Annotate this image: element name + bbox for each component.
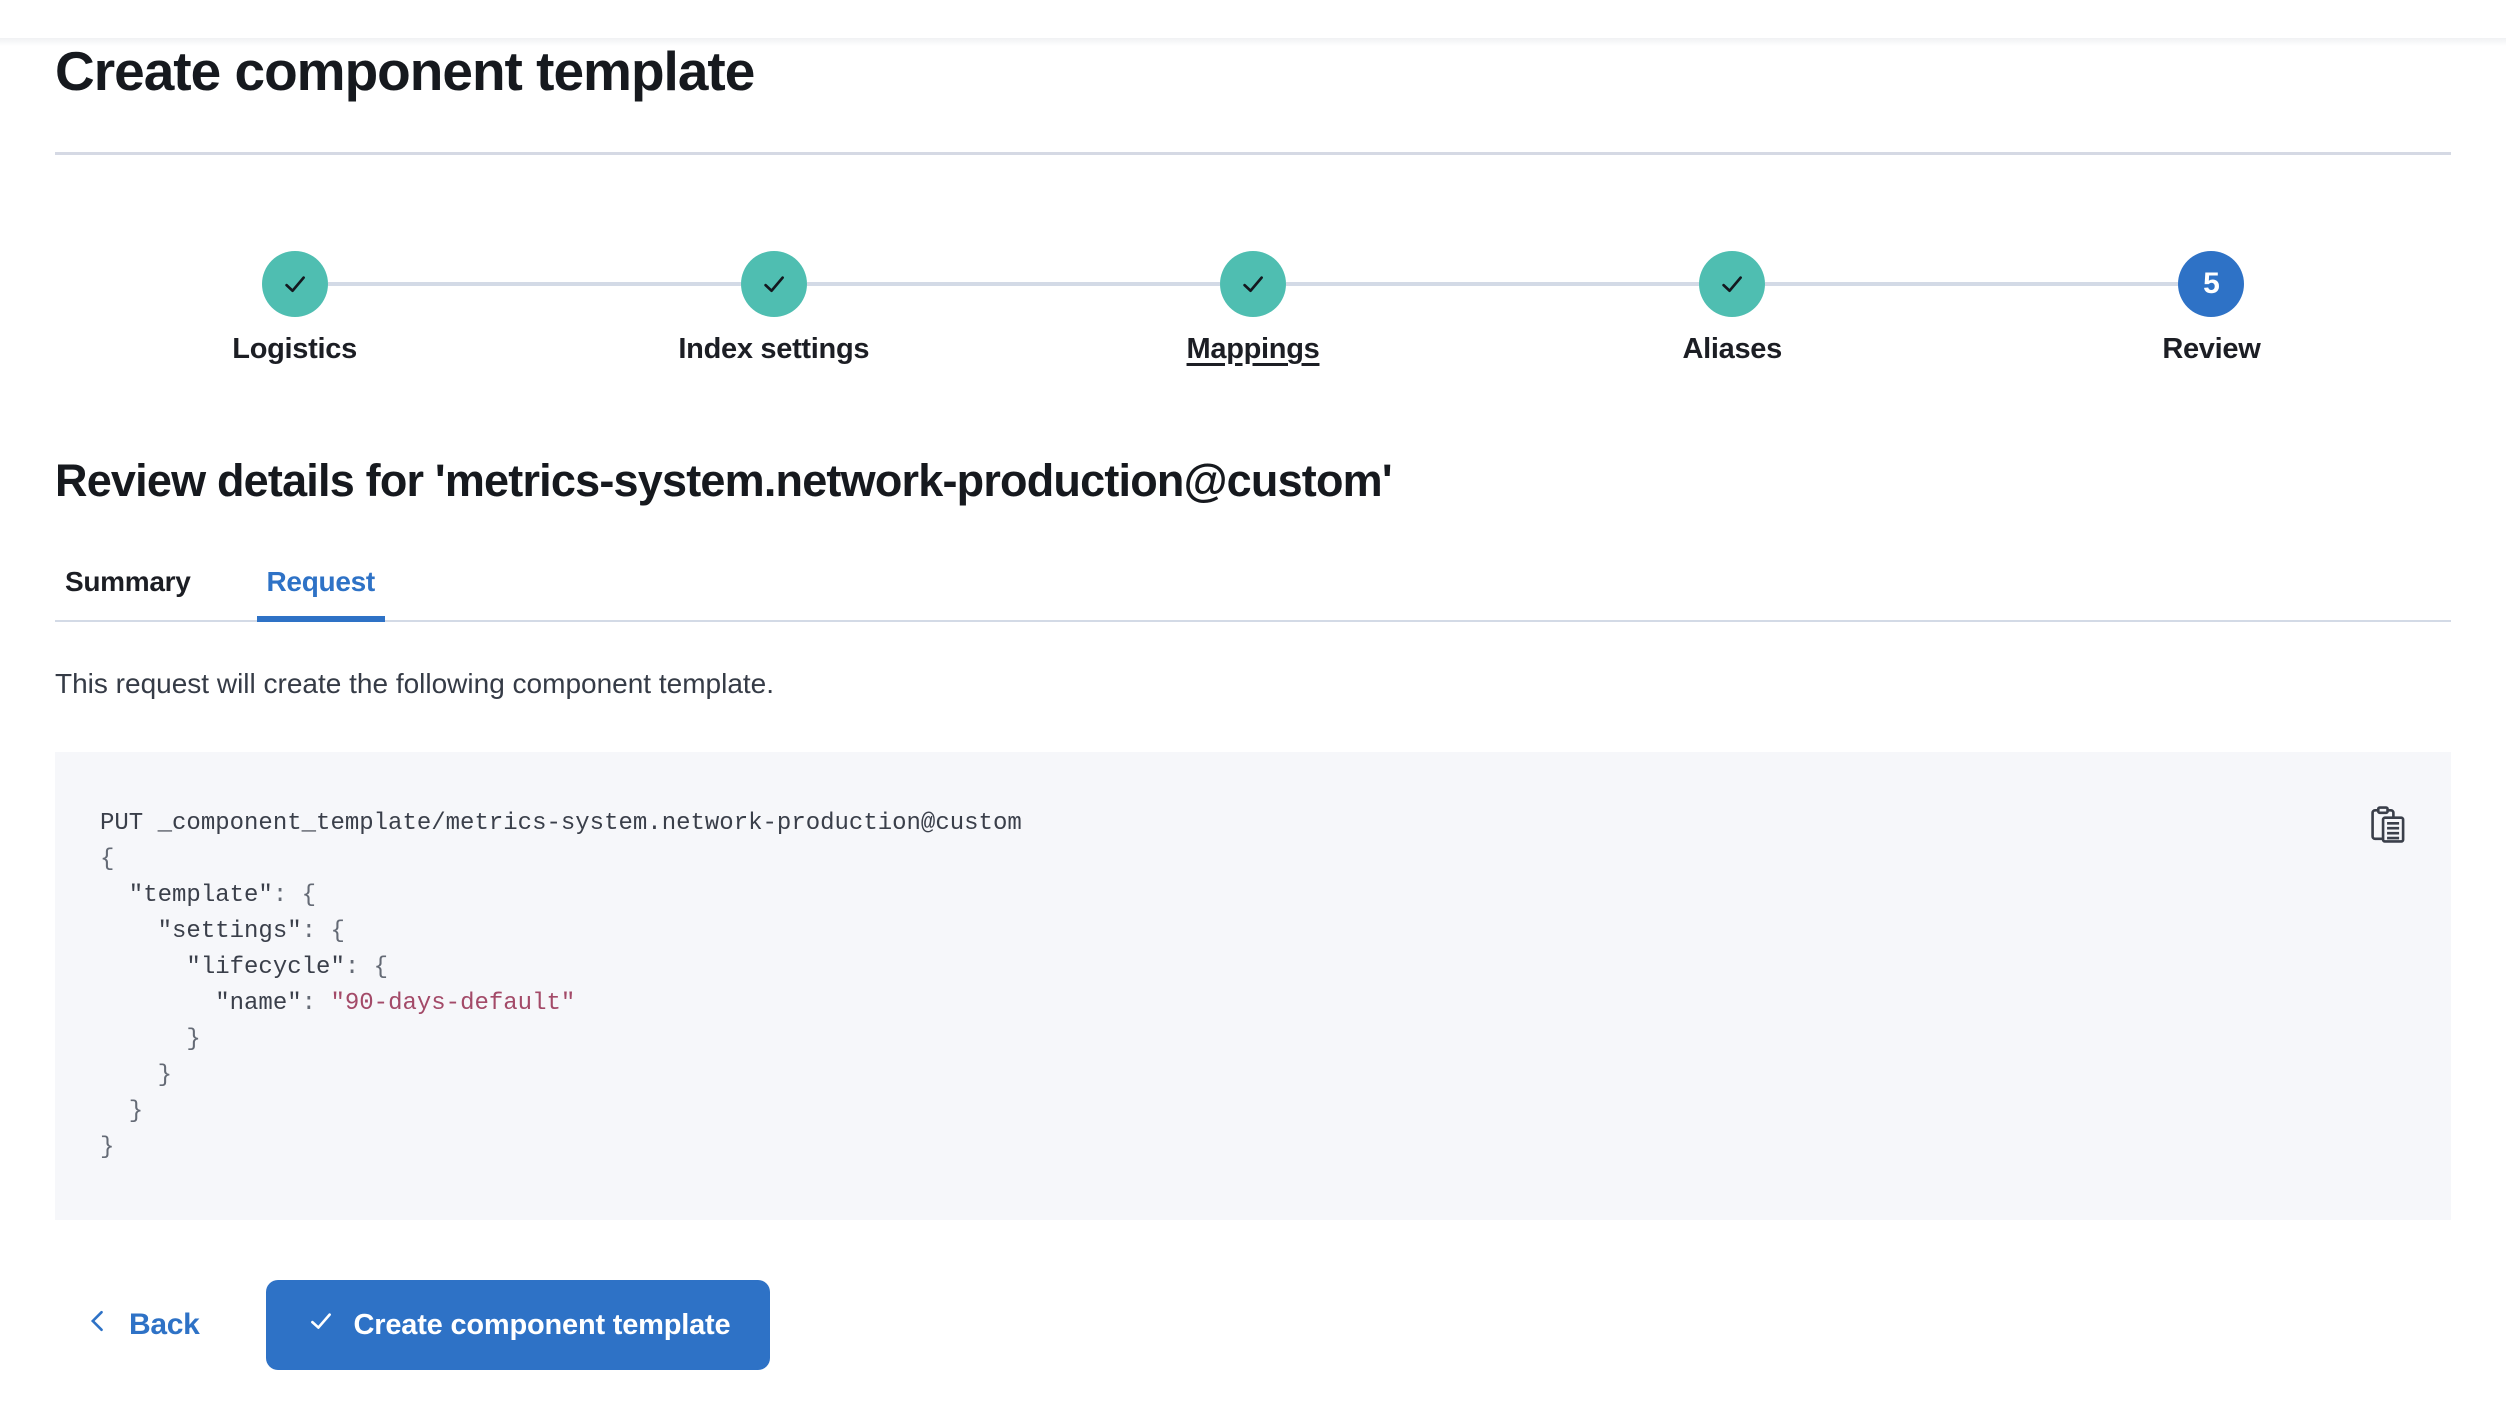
review-tabs: Summary Request [55,566,2451,622]
tab-request[interactable]: Request [256,566,386,622]
step-complete-check-icon [1220,251,1286,317]
code-line: "lifecycle": { [100,954,389,982]
tab-summary[interactable]: Summary [55,566,201,620]
step-indicator [55,251,534,317]
step-label: Aliases [1682,333,1782,365]
step-aliases[interactable]: Aliases [1492,251,1973,366]
step-complete-check-icon [261,251,328,317]
step-indicator [534,251,1013,317]
code-line: "name": "90-days-default" [100,990,576,1018]
step-index-settings[interactable]: Index settings [534,251,1014,366]
copy-clipboard-icon [2371,806,2405,846]
step-logistics[interactable]: Logistics [55,251,535,366]
step-number-badge: 5 [2178,251,2245,317]
step-label: Logistics [232,333,357,365]
chevron-left-icon [85,1306,111,1344]
create-button-label: Create component template [353,1308,731,1341]
code-line: "template": { [100,882,317,910]
request-description: This request will create the following c… [55,668,775,699]
code-line: "settings": { [100,918,345,946]
create-component-template-page: Create component template Logistics Index… [0,38,2506,1371]
code-line: } [100,1062,173,1090]
check-icon [306,1306,336,1344]
code-line: PUT _component_template/metrics-system.n… [100,810,1022,838]
step-label: Mappings [1186,333,1320,365]
back-button[interactable]: Back [85,1306,200,1344]
review-details-heading: Review details for 'metrics-system.netwo… [55,455,1393,506]
code-line: { [100,846,115,874]
step-complete-check-icon [740,251,807,317]
copy-to-clipboard-button[interactable] [2365,800,2411,849]
step-complete-check-icon [1699,251,1766,317]
step-label: Review [2162,333,2261,365]
code-line: } [100,1134,115,1162]
create-component-template-button[interactable]: Create component template [265,1280,771,1371]
step-indicator [1013,251,1492,317]
step-indicator: 5 [1972,251,2451,317]
request-code-lines: PUT _component_template/metrics-system.n… [100,806,2351,1166]
step-label: Index settings [678,333,870,365]
code-line: } [100,1026,201,1054]
title-divider [55,152,2451,155]
step-number: 5 [2203,267,2220,300]
step-mappings[interactable]: Mappings [1013,251,1493,366]
code-line: } [100,1098,144,1126]
back-button-label: Back [129,1308,200,1342]
page-title: Create component template [55,40,755,102]
footer-actions: Back Create component template [55,1280,2451,1371]
request-code-block: PUT _component_template/metrics-system.n… [55,752,2451,1221]
step-indicator [1493,251,1972,317]
